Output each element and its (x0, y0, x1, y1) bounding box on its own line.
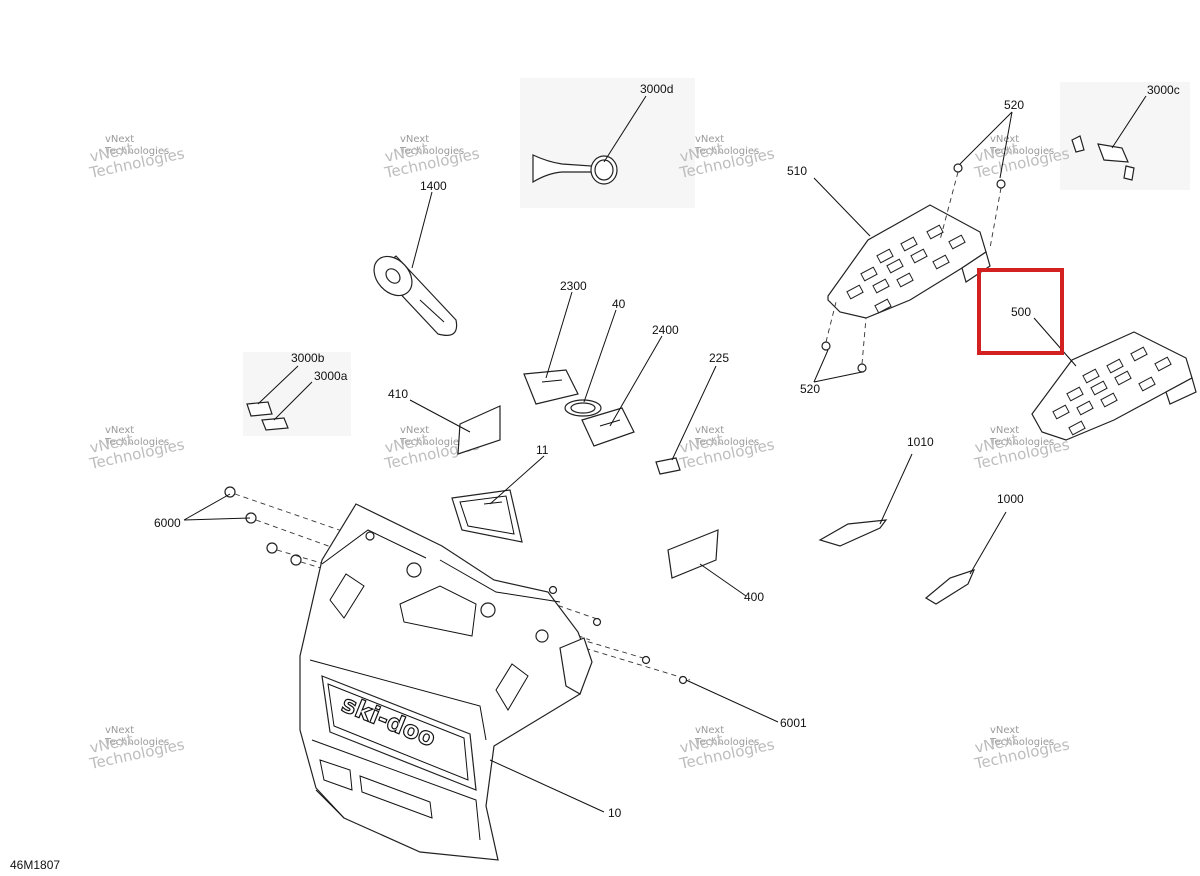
part-3000c-clip[interactable] (1071, 135, 1135, 181)
svg-text:vNext: vNext (695, 134, 724, 145)
part-3000b-decal[interactable] (246, 401, 273, 417)
callout-3000c[interactable]: 3000c (1147, 83, 1180, 97)
callout-2400[interactable]: 2400 (652, 323, 679, 337)
svg-text:vNext: vNext (400, 425, 429, 436)
callout-40[interactable]: 40 (612, 297, 626, 311)
callout-6000[interactable]: 6000 (154, 516, 181, 530)
part-2300-decal[interactable] (523, 369, 579, 405)
part-40-emblem[interactable] (564, 399, 602, 417)
svg-text:Technologies: Technologies (694, 737, 759, 748)
leader-lines (183, 95, 1147, 813)
svg-text:vNext: vNext (105, 725, 134, 736)
callout-500[interactable]: 500 (1011, 305, 1031, 319)
watermark-line2: Technologies (104, 146, 169, 157)
callout-3000d[interactable]: 3000d (640, 82, 673, 96)
callout-3000a[interactable]: 3000a (314, 369, 348, 383)
part-1010-pad[interactable] (818, 519, 888, 547)
svg-text:Technologies: Technologies (989, 437, 1054, 448)
svg-text:Technologies: Technologies (104, 737, 169, 748)
watermark-line1: vNext (105, 134, 134, 145)
diagram-code: 46M1807 (10, 858, 60, 872)
callout-520-upper[interactable]: 520 (1004, 98, 1024, 112)
svg-text:vNext: vNext (695, 425, 724, 436)
callout-11[interactable]: 11 (536, 443, 549, 457)
inset-background (243, 352, 351, 436)
part-510-step-plate[interactable] (827, 204, 991, 319)
callout-410[interactable]: 410 (388, 387, 408, 401)
part-520-nuts-upper[interactable] (939, 163, 1006, 249)
part-11-window[interactable] (451, 489, 523, 543)
part-2400-decal[interactable] (581, 407, 635, 447)
svg-text:vNext: vNext (105, 425, 134, 436)
part-410-panel[interactable] (457, 405, 501, 455)
callout-3000b[interactable]: 3000b (291, 351, 325, 365)
svg-text:Technologies: Technologies (989, 737, 1054, 748)
callout-510[interactable]: 510 (787, 164, 807, 178)
part-3000a-decal[interactable] (261, 417, 289, 431)
part-225-clip[interactable] (655, 457, 681, 475)
highlight-box (977, 268, 1064, 355)
part-3000d-mirror[interactable] (532, 154, 618, 185)
part-10-hood[interactable]: ski-doo (299, 503, 593, 861)
svg-text:Technologies: Technologies (989, 146, 1054, 157)
callout-400[interactable]: 400 (744, 590, 764, 604)
svg-text:Technologies: Technologies (694, 437, 759, 448)
callout-1400[interactable]: 1400 (420, 179, 447, 193)
callout-520-lower[interactable]: 520 (800, 382, 820, 396)
part-400-panel[interactable] (667, 529, 719, 579)
svg-text:vNext: vNext (400, 134, 429, 145)
svg-text:Technologies: Technologies (399, 437, 464, 448)
svg-text:vNext: vNext (695, 725, 724, 736)
svg-text:vNext: vNext (990, 425, 1019, 436)
callout-6001[interactable]: 6001 (780, 716, 807, 730)
inset-background (520, 78, 695, 208)
svg-text:vNext: vNext (990, 134, 1019, 145)
part-1400-roll[interactable] (366, 249, 458, 336)
svg-text:Technologies: Technologies (399, 146, 464, 157)
part-1000-pad[interactable] (924, 569, 976, 605)
svg-text:Technologies: Technologies (694, 146, 759, 157)
callout-labels: 3000d 520 3000c 510 1400 2300 40 2400 50… (154, 82, 1180, 820)
part-500-step-plate[interactable] (1031, 331, 1197, 441)
svg-text:Technologies: Technologies (104, 437, 169, 448)
callout-1000[interactable]: 1000 (997, 492, 1024, 506)
callout-1010[interactable]: 1010 (907, 435, 934, 449)
callout-10[interactable]: 10 (608, 806, 622, 820)
callout-225[interactable]: 225 (709, 351, 729, 365)
callout-2300[interactable]: 2300 (560, 279, 587, 293)
svg-text:vNext: vNext (990, 725, 1019, 736)
